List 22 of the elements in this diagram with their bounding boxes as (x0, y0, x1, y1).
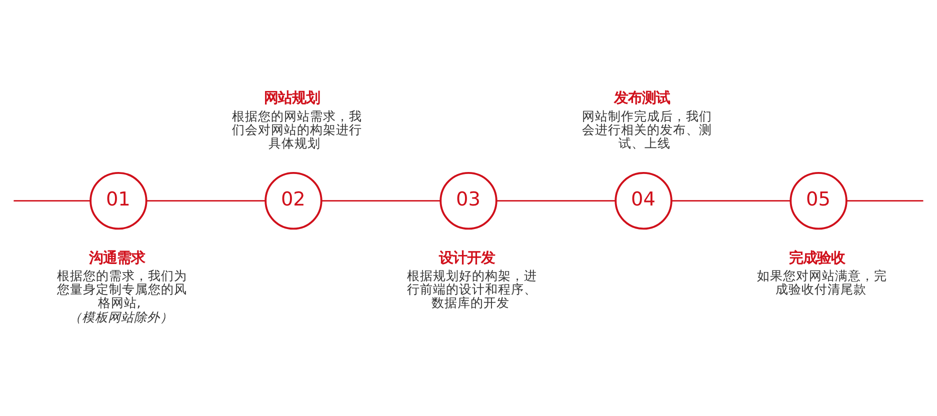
node-circle: 01 (90, 171, 148, 230)
node-label: 网站制作完成后，我们会进行相关的发布、测试、上线 (582, 108, 712, 150)
node-circle: 05 (790, 171, 848, 230)
node-circle: 02 (264, 171, 322, 230)
connector (672, 200, 790, 202)
node-label: 根据您的网站需求，我们会对网站的构架进行具体规划 (232, 108, 362, 150)
connector (146, 200, 266, 202)
node-circle: 03 (440, 171, 498, 230)
node-label: 完成验收 (789, 250, 846, 266)
connector (14, 200, 90, 202)
connector (846, 200, 924, 202)
connector (321, 200, 440, 202)
node-circle: 04 (614, 171, 672, 230)
node-label: 根据规划好的构架，进行前端的设计和程序、数据库的开发 (406, 268, 537, 310)
node-label: 沟通需求 (89, 250, 146, 266)
node-label: 根据您的需求，我们为您量身定制专属您的风格网站, (56, 268, 187, 310)
node-label: 设计开发 (439, 250, 496, 266)
node-label: 发布测试 (614, 90, 670, 106)
node-label: 网站规划 (264, 90, 320, 106)
node-label: 如果您对网站满意，完成验收付清尾款 (757, 268, 888, 296)
connector (496, 200, 616, 202)
node-label: （模板网站除外） (68, 308, 173, 324)
